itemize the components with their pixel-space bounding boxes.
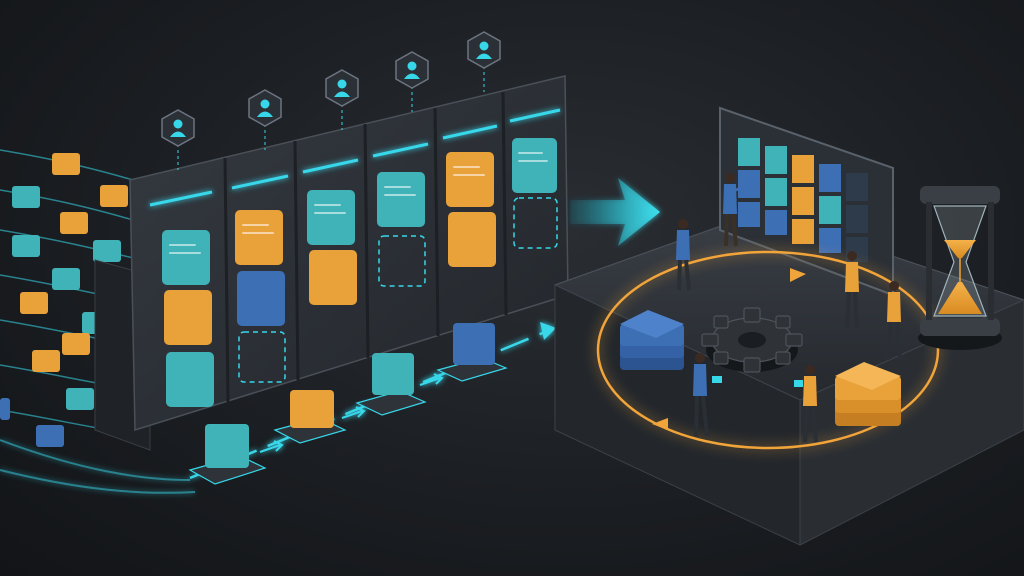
dashboard-screen — [719, 106, 894, 297]
task-card-icon — [52, 153, 80, 175]
hourglass-icon — [918, 186, 1002, 350]
conveyor-flow — [188, 322, 556, 485]
task-card-icon — [307, 190, 355, 245]
task-card-icon — [309, 250, 357, 305]
person — [723, 173, 753, 247]
task-card-icon — [166, 352, 214, 407]
task-card-icon — [93, 240, 121, 262]
task-card-icon — [0, 398, 10, 420]
user-avatar-icon — [325, 69, 359, 130]
task-card-icon — [205, 424, 249, 468]
person — [693, 353, 722, 437]
task-card-icon — [453, 323, 495, 365]
card-stack-icon — [835, 362, 901, 426]
empty-slot — [238, 331, 286, 383]
task-card-icon — [377, 172, 425, 227]
task-card-icon — [235, 210, 283, 265]
task-card-icon — [448, 212, 496, 267]
task-card-icon — [290, 390, 334, 428]
user-avatar-icon — [395, 51, 429, 112]
empty-slot — [378, 235, 426, 287]
gear-icon — [701, 307, 803, 373]
task-card-icon — [446, 152, 494, 207]
card-stack-icon — [620, 310, 684, 370]
task-card-icon — [66, 388, 94, 410]
task-card-icon — [162, 230, 210, 285]
person — [886, 281, 902, 361]
task-card-icon — [237, 271, 285, 326]
task-card-icon — [36, 425, 64, 447]
person — [794, 365, 818, 443]
process-cycle-ring — [595, 249, 941, 451]
task-card-icon — [12, 186, 40, 208]
task-card-icon — [512, 138, 557, 193]
arrow-right-icon — [570, 178, 660, 246]
task-card-icon — [12, 235, 40, 257]
user-avatar-icon — [248, 89, 282, 150]
task-card-icon — [60, 212, 88, 234]
task-card-icon — [20, 292, 48, 314]
user-avatar-icon — [467, 31, 501, 92]
person — [676, 219, 691, 291]
team-people — [676, 173, 902, 443]
empty-slot — [513, 197, 558, 249]
user-avatar-icon — [161, 109, 195, 170]
task-card-icon — [32, 350, 60, 372]
incoming-task-cards — [0, 153, 128, 447]
team-member-markers — [161, 31, 501, 170]
kanban-board — [94, 75, 569, 451]
task-card-icon — [100, 185, 128, 207]
task-card-icon — [372, 353, 414, 395]
task-card-icon — [52, 268, 80, 290]
task-card-icon — [164, 290, 212, 345]
task-card-icon — [62, 333, 90, 355]
person — [845, 251, 859, 329]
board-cards — [162, 138, 558, 407]
